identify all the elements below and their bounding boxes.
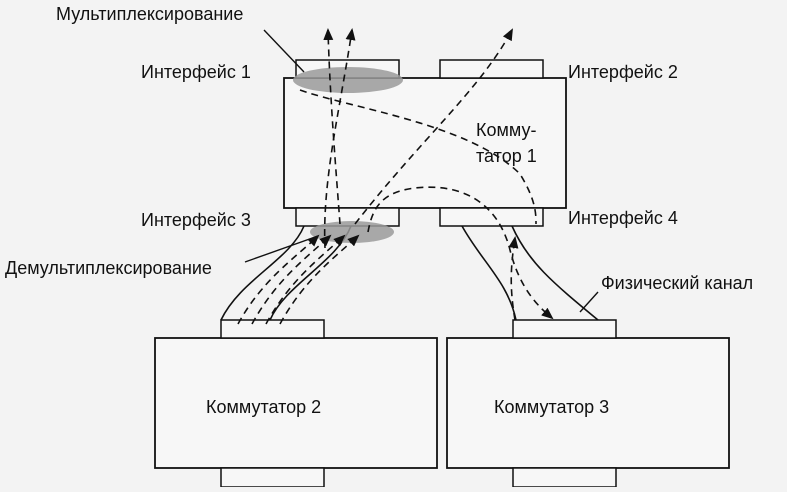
demultiplexing-ellipse	[310, 221, 394, 243]
multiplexing-label: Мультиплексирование	[56, 4, 243, 24]
switch-3-box	[446, 337, 730, 469]
signal-path-to-out-3	[354, 28, 513, 225]
interface-4-label: Интерфейс 4	[568, 208, 678, 228]
switch-3-bottom-port	[512, 467, 617, 488]
interface-2-port	[439, 59, 544, 79]
switch-2-label: Коммутатор 2	[206, 397, 321, 417]
switch-2-bottom-port	[220, 467, 325, 488]
signal-path-from-switch3	[508, 236, 519, 321]
interface-2-label: Интерфейс 2	[568, 62, 678, 82]
demultiplexing-leader	[244, 235, 319, 263]
signal-path-to-out-1	[323, 28, 341, 225]
physical-channel-label: Физический канал	[601, 273, 753, 293]
signal-path-a	[237, 234, 320, 325]
interface-3-label: Интерфейс 3	[141, 210, 251, 230]
physical-channel-leader	[579, 291, 599, 313]
physical-channel-right	[461, 225, 599, 321]
signal-path-c	[265, 234, 346, 325]
switch-1-label-line1: Комму-	[476, 120, 536, 140]
interface-1-label: Интерфейс 1	[141, 62, 251, 82]
signal-path-to-switch3	[367, 186, 554, 320]
switch-1-label-line2: татор 1	[476, 146, 537, 166]
signal-paths	[237, 28, 554, 325]
switch-3-label: Коммутатор 3	[494, 397, 609, 417]
interface-4-port	[439, 207, 544, 227]
signal-path-cross	[299, 89, 537, 225]
switch-2-top-port	[220, 319, 325, 339]
multiplexing-ellipse	[293, 67, 403, 93]
multiplexing-leader	[263, 29, 305, 73]
signal-path-to-out-2	[323, 28, 356, 249]
switch-3-top-port	[512, 319, 617, 339]
switch-2-box	[154, 337, 438, 469]
signal-path-d	[279, 234, 360, 325]
demultiplexing-label: Демультиплексирование	[5, 258, 212, 278]
signal-path-b	[251, 234, 332, 325]
